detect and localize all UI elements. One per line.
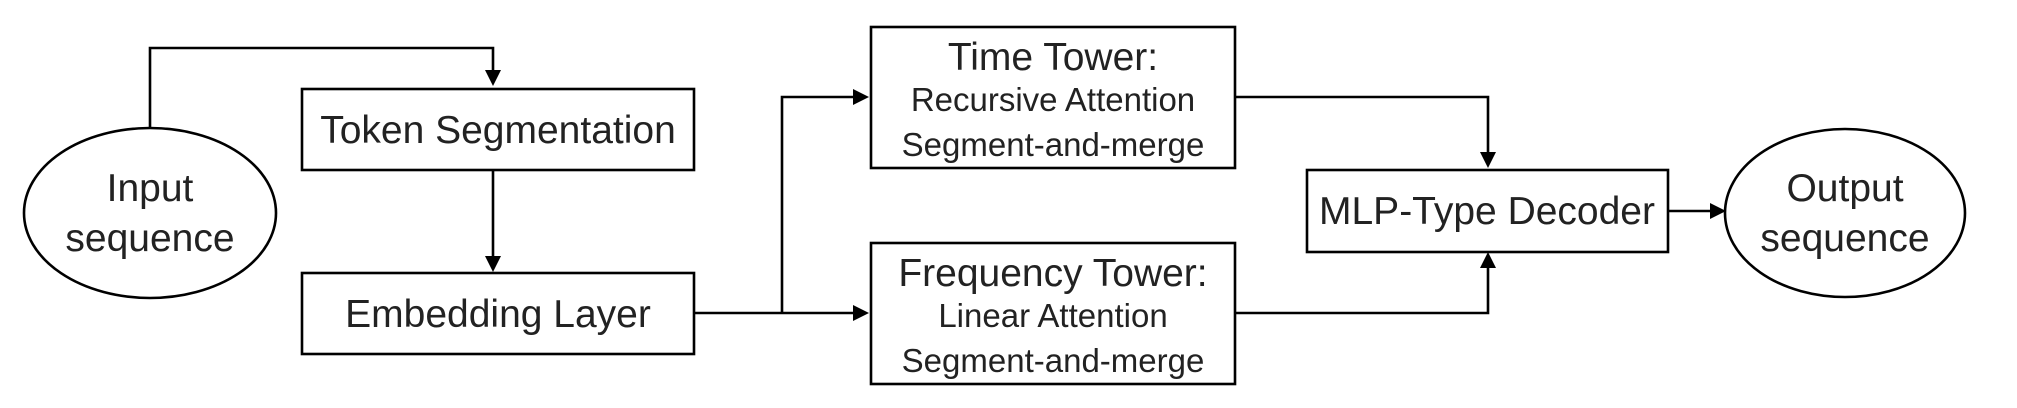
frequency-tower-node: Frequency Tower: Linear Attention Segmen…	[869, 241, 1237, 386]
arrowhead-embedding-layer	[485, 256, 501, 272]
output-sequence-line1: Output	[1786, 167, 1903, 210]
arrowhead-decoder-bottom	[1480, 252, 1496, 268]
edge-frequency-tower-to-decoder	[1236, 268, 1490, 315]
arrowhead-time-tower	[853, 89, 869, 105]
mlp-decoder-label: MLP-Type Decoder	[1319, 190, 1655, 233]
input-sequence-line1: Input	[107, 167, 194, 210]
embedding-layer-node: Embedding Layer	[300, 271, 696, 356]
edge-time-tower-to-decoder	[1236, 95, 1490, 152]
arrowhead-output	[1710, 203, 1726, 219]
output-sequence-line2: sequence	[1760, 217, 1929, 260]
embedding-layer-label: Embedding Layer	[345, 293, 651, 336]
edge-embedding-to-time-tower	[780, 95, 853, 313]
arrowhead-frequency-tower	[853, 305, 869, 321]
token-segmentation-label: Token Segmentation	[320, 109, 676, 152]
edge-input-to-token-segmentation	[148, 46, 495, 128]
time-tower-attention: Recursive Attention	[911, 81, 1195, 118]
frequency-tower-merge: Segment-and-merge	[902, 342, 1205, 379]
token-segmentation-node: Token Segmentation	[300, 87, 696, 172]
time-tower-node: Time Tower: Recursive Attention Segment-…	[869, 25, 1237, 170]
arrowhead-token-segmentation	[485, 70, 501, 86]
input-sequence-node: Input sequence	[22, 126, 278, 300]
frequency-tower-attention: Linear Attention	[938, 297, 1167, 334]
output-sequence-node: Output sequence	[1723, 127, 1967, 299]
mlp-decoder-node: MLP-Type Decoder	[1305, 168, 1670, 254]
time-tower-title: Time Tower:	[948, 36, 1158, 79]
time-tower-merge: Segment-and-merge	[902, 126, 1205, 163]
frequency-tower-title: Frequency Tower:	[898, 252, 1207, 295]
arrowhead-decoder-top	[1480, 152, 1496, 168]
edges	[148, 46, 1726, 321]
input-sequence-line2: sequence	[65, 217, 234, 260]
